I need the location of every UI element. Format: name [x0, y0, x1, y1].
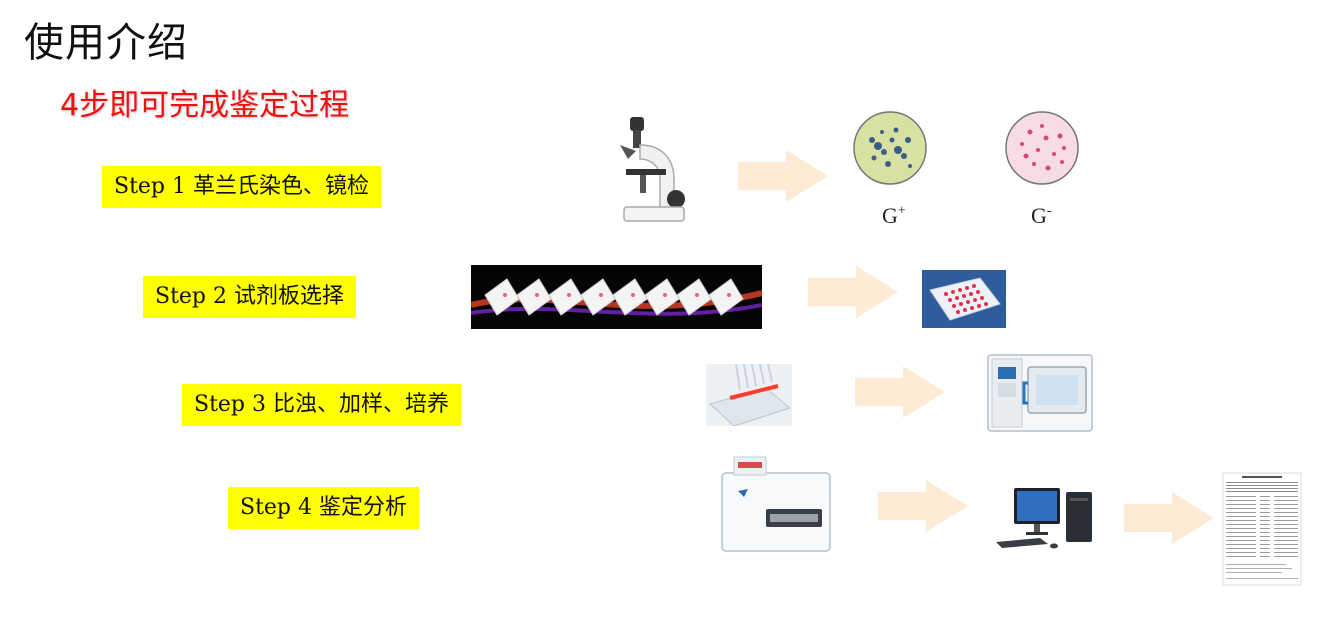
- step-3-label: Step 3 比浊、加样、培养: [182, 384, 461, 426]
- page-subtitle: 4步即可完成鉴定过程: [60, 88, 350, 123]
- step-4-label: Step 4 鉴定分析: [228, 487, 419, 529]
- computer-icon: [996, 488, 1092, 549]
- incubator-icon: [987, 354, 1093, 432]
- microscope-icon: [620, 117, 685, 222]
- step-1-label: Step 1 革兰氏染色、镜检: [102, 166, 381, 208]
- gram-positive-plate-icon: [853, 111, 927, 185]
- gram-negative-label: G-: [1031, 203, 1052, 228]
- gram-positive-label: G+: [882, 203, 906, 228]
- multichannel-pipette-icon: [706, 364, 792, 426]
- analyzer-icon: [721, 456, 831, 552]
- gram-negative-plate-icon: [1005, 111, 1079, 185]
- page-title: 使用介绍: [24, 20, 188, 66]
- arrow-right-icon: [808, 266, 898, 318]
- reagent-strips-icon: [471, 265, 762, 329]
- well-plate-icon: [922, 270, 1006, 328]
- arrow-right-icon: [878, 480, 968, 532]
- arrow-right-icon: [738, 150, 828, 202]
- arrow-right-icon: [1124, 492, 1214, 544]
- arrow-right-icon: [855, 366, 945, 418]
- report-icon: [1222, 472, 1302, 586]
- step-2-label: Step 2 试剂板选择: [143, 276, 356, 318]
